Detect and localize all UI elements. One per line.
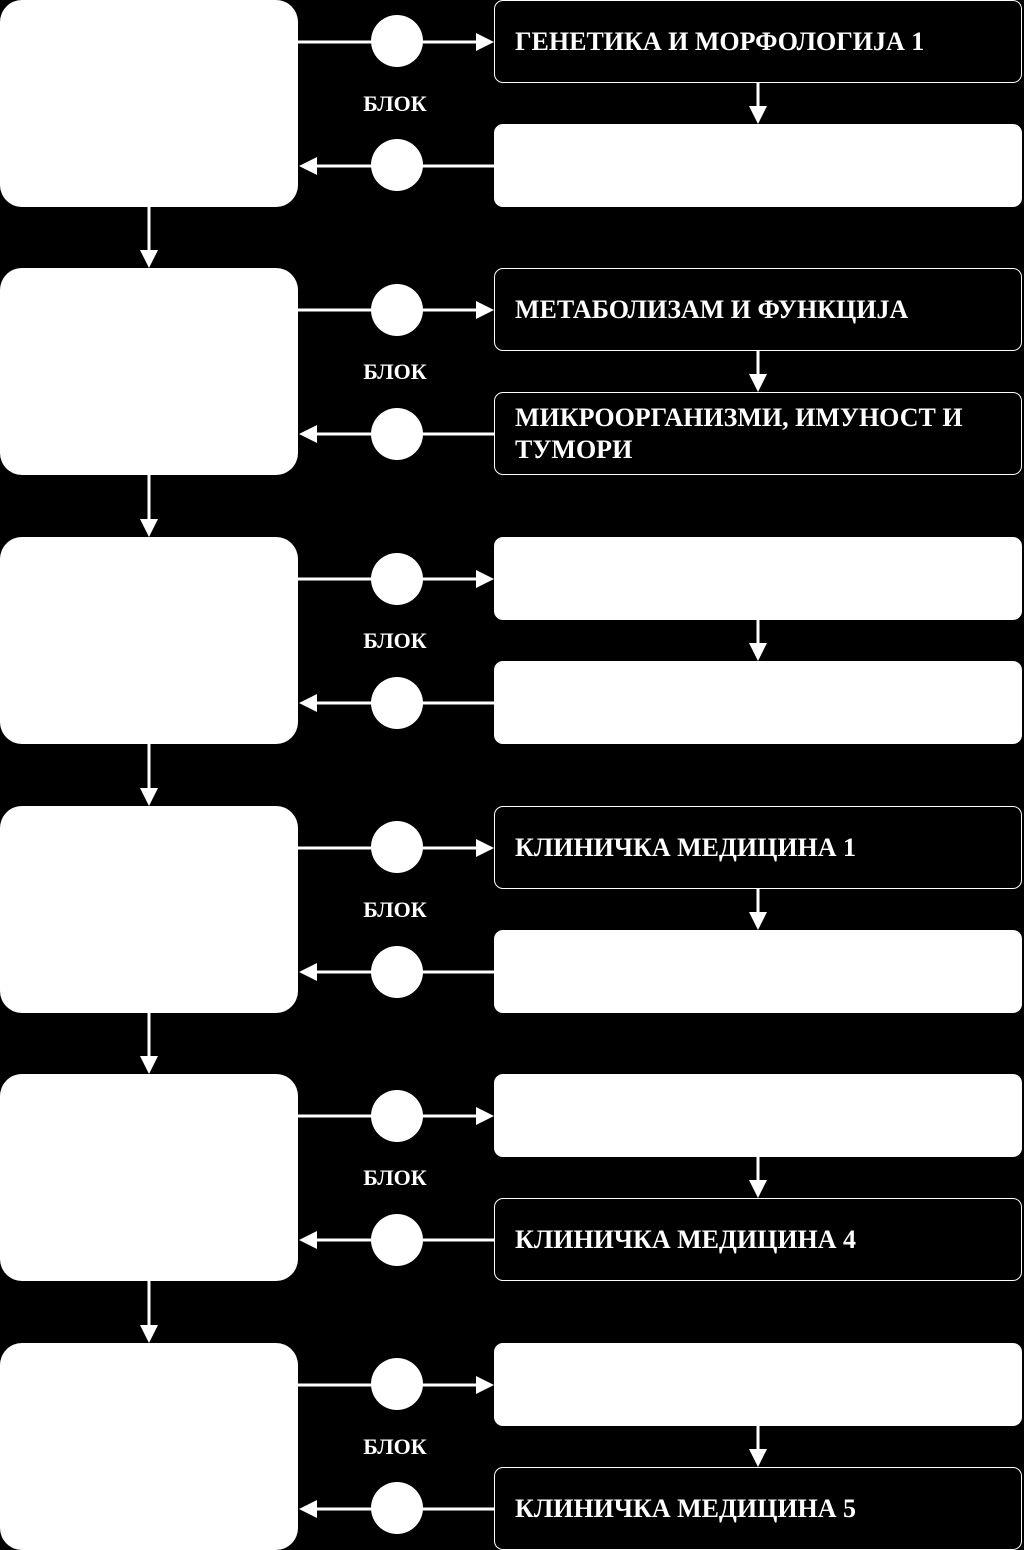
node-circle-in-3: [371, 677, 423, 729]
year-box-3: [0, 537, 298, 744]
block-label-1: БЛОК: [363, 91, 427, 116]
arrowhead-sem-down-2: [749, 374, 767, 392]
semester-box-3-lower: [494, 661, 1022, 744]
block-label-6: БЛОК: [363, 1434, 427, 1459]
node-circle-in-4: [371, 946, 423, 998]
node-circle-out-2: [371, 284, 423, 336]
node-circle-in-6: [371, 1482, 423, 1534]
arrowhead-sem-down-6: [749, 1449, 767, 1467]
arrowhead-year-down-1: [140, 250, 158, 268]
node-circle-out-6: [371, 1358, 423, 1410]
arrowhead-out-4: [476, 839, 494, 857]
year-box-6: [0, 1343, 298, 1550]
arrowhead-in-4: [299, 963, 317, 981]
arrowhead-in-3: [299, 694, 317, 712]
arrowhead-in-5: [299, 1231, 317, 1249]
block-label-2: БЛОК: [363, 359, 427, 384]
semester-label-6-lower: КЛИНИЧКА МЕДИЦИНА 5: [515, 1493, 857, 1523]
node-circle-in-5: [371, 1214, 423, 1266]
semester-label-4-upper: КЛИНИЧКА МЕДИЦИНА 1: [515, 832, 857, 862]
node-circle-out-1: [371, 15, 423, 67]
node-circle-in-1: [371, 139, 423, 191]
semester-box-1-lower: [494, 124, 1022, 207]
semester-label-5-lower: КЛИНИЧКА МЕДИЦИНА 4: [515, 1224, 857, 1254]
block-label-4: БЛОК: [363, 897, 427, 922]
arrowhead-out-5: [476, 1107, 494, 1125]
year-box-1: [0, 0, 298, 207]
arrowhead-in-2: [299, 425, 317, 443]
arrowhead-sem-down-3: [749, 643, 767, 661]
block-label-3: БЛОК: [363, 628, 427, 653]
semester-box-1-upper: ГЕНЕТИКА И МОРФОЛОГИЈА 1: [494, 0, 1022, 83]
semester-box-6-upper: [494, 1343, 1022, 1426]
block-label-5: БЛОК: [363, 1165, 427, 1190]
node-circle-out-4: [371, 821, 423, 873]
semester-box-4-upper: КЛИНИЧКА МЕДИЦИНА 1: [494, 806, 1022, 889]
arrowhead-sem-down-5: [749, 1180, 767, 1198]
year-box-2: [0, 268, 298, 475]
semester-box-4-lower: [494, 930, 1022, 1013]
arrowhead-year-down-2: [140, 519, 158, 537]
semester-label-1-upper: ГЕНЕТИКА И МОРФОЛОГИЈА 1: [515, 26, 925, 56]
year-box-4: [0, 806, 298, 1013]
arrowhead-sem-down-1: [749, 106, 767, 124]
semester-box-2-upper: МЕТАБОЛИЗАМ И ФУНКЦИЈА: [494, 268, 1022, 351]
arrowhead-year-down-5: [140, 1325, 158, 1343]
semester-box-5-upper: [494, 1074, 1022, 1157]
arrowhead-out-1: [476, 33, 494, 51]
semester-box-6-lower: КЛИНИЧКА МЕДИЦИНА 5: [494, 1467, 1022, 1550]
semester-label-2-upper: МЕТАБОЛИЗАМ И ФУНКЦИЈА: [515, 294, 909, 324]
semester-box-5-lower: КЛИНИЧКА МЕДИЦИНА 4: [494, 1198, 1022, 1281]
arrowhead-in-6: [299, 1500, 317, 1518]
node-circle-out-3: [371, 553, 423, 605]
arrowhead-sem-down-4: [749, 912, 767, 930]
arrowhead-out-3: [476, 570, 494, 588]
arrowhead-out-6: [476, 1376, 494, 1394]
arrowhead-year-down-4: [140, 1056, 158, 1074]
arrowhead-in-1: [299, 157, 317, 175]
arrowhead-out-2: [476, 301, 494, 319]
semester-box-3-upper: [494, 537, 1022, 620]
arrowhead-year-down-3: [140, 788, 158, 806]
node-circle-out-5: [371, 1090, 423, 1142]
semester-box-2-lower: МИКРООРГАНИЗМИ, ИМУНОСТ И ТУМОРИ: [494, 392, 1022, 475]
node-circle-in-2: [371, 408, 423, 460]
year-box-5: [0, 1074, 298, 1281]
semester-label-2-lower: МИКРООРГАНИЗМИ, ИМУНОСТ И ТУМОРИ: [515, 402, 963, 464]
